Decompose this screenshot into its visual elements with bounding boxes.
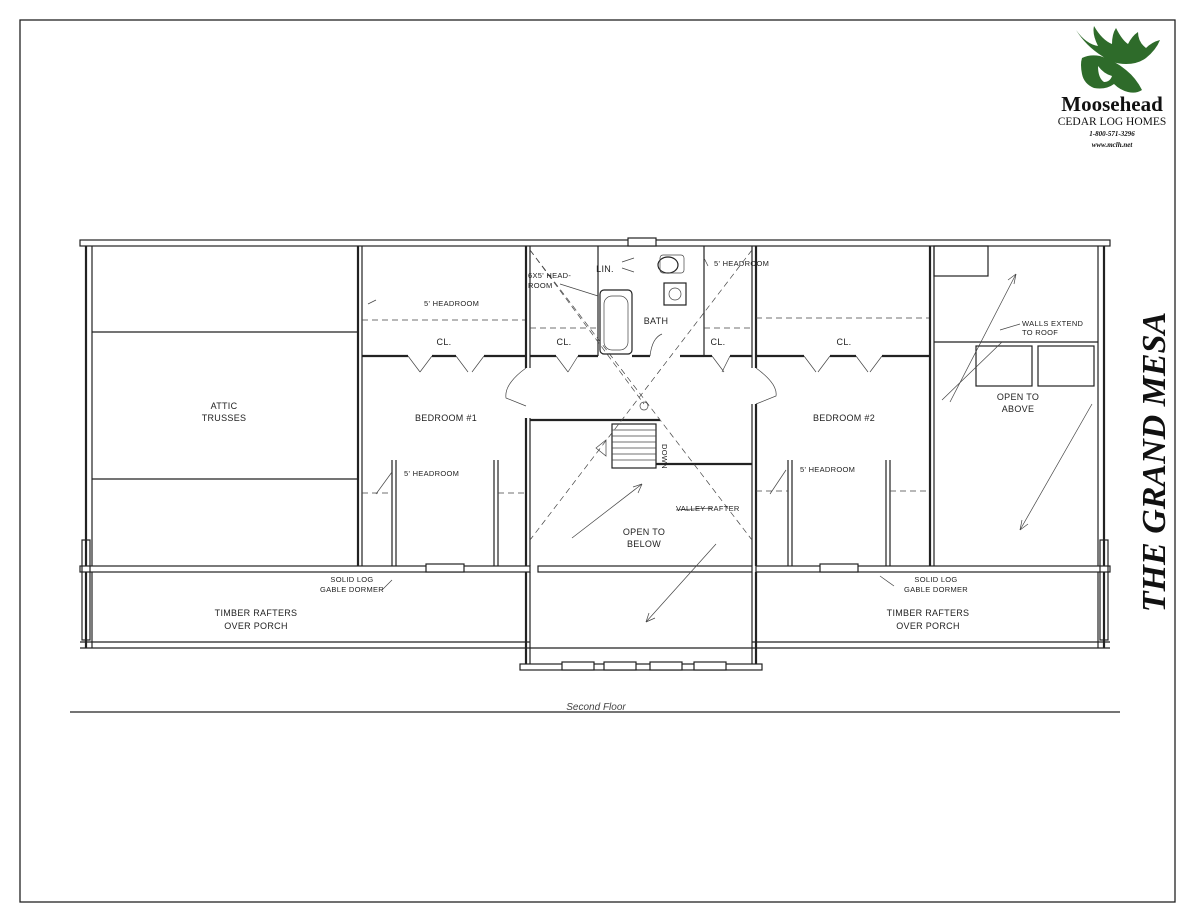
stairs	[611, 423, 657, 469]
porch-right-line2: OVER PORCH	[896, 621, 960, 631]
open-below-line2: BELOW	[627, 539, 661, 549]
top-window	[627, 237, 657, 247]
dormer-left-line2: GABLE DORMER	[320, 585, 384, 594]
attic-label-line2: TRUSSES	[202, 413, 247, 423]
headroom-note-4: 5' HEADROOM	[800, 465, 855, 474]
open-above-line1: OPEN TO	[997, 392, 1039, 402]
dormer-right-line1: SOLID LOG	[914, 575, 957, 584]
bathtub	[599, 289, 633, 355]
headroom-note-2: 5' HEADROOM	[714, 259, 769, 268]
sheet-border	[19, 19, 1176, 903]
porch-left-line1: TIMBER RAFTERS	[215, 608, 298, 618]
top-wall	[79, 239, 1111, 247]
toilet	[657, 256, 679, 274]
head-room-note-line2: ROOM	[528, 281, 553, 290]
headroom-note-3: 5' HEADROOM	[404, 469, 459, 478]
porch-right-line1: TIMBER RAFTERS	[887, 608, 970, 618]
closet-label-1: CL.	[437, 337, 452, 347]
linen-label: LIN.	[596, 264, 614, 274]
dormer-right-line2: GABLE DORMER	[904, 585, 968, 594]
attic-label-line1: ATTIC	[211, 401, 238, 411]
brand-subtitle: CEDAR LOG HOMES	[1058, 116, 1167, 128]
closet-label-2: CL.	[557, 337, 572, 347]
sink	[663, 282, 687, 306]
floor-caption: Second Floor	[566, 702, 626, 713]
headroom-note-1: 5' HEADROOM	[424, 299, 479, 308]
walls-extend-note-line2: TO ROOF	[1022, 328, 1058, 337]
valley-rafter-note: VALLEY RAFTER	[676, 504, 740, 513]
head-room-note-line1: 6X5' HEAD-	[528, 271, 571, 280]
brand-name: Moosehead	[1061, 92, 1163, 116]
floor-plan	[79, 237, 1111, 671]
closet-label-3: CL.	[711, 337, 726, 347]
porch-left-line2: OVER PORCH	[224, 621, 288, 631]
open-above-line2: ABOVE	[1002, 404, 1035, 414]
plan-title: THE GRAND MESA	[1136, 312, 1173, 612]
dormer-left-line1: SOLID LOG	[330, 575, 373, 584]
closet-label-4: CL.	[837, 337, 852, 347]
stairs-down-label: DOWN	[660, 444, 669, 469]
brand-website: www.mclh.net	[1092, 141, 1134, 149]
bedroom1-label: BEDROOM #1	[415, 413, 477, 423]
bedroom2-label: BEDROOM #2	[813, 413, 875, 423]
walls-extend-note-line1: WALLS EXTEND	[1022, 319, 1084, 328]
bath-label: BATH	[644, 316, 669, 326]
moose-icon	[1076, 26, 1160, 93]
brand-phone: 1-800-571-3296	[1089, 130, 1135, 138]
open-below-line1: OPEN TO	[623, 527, 665, 537]
